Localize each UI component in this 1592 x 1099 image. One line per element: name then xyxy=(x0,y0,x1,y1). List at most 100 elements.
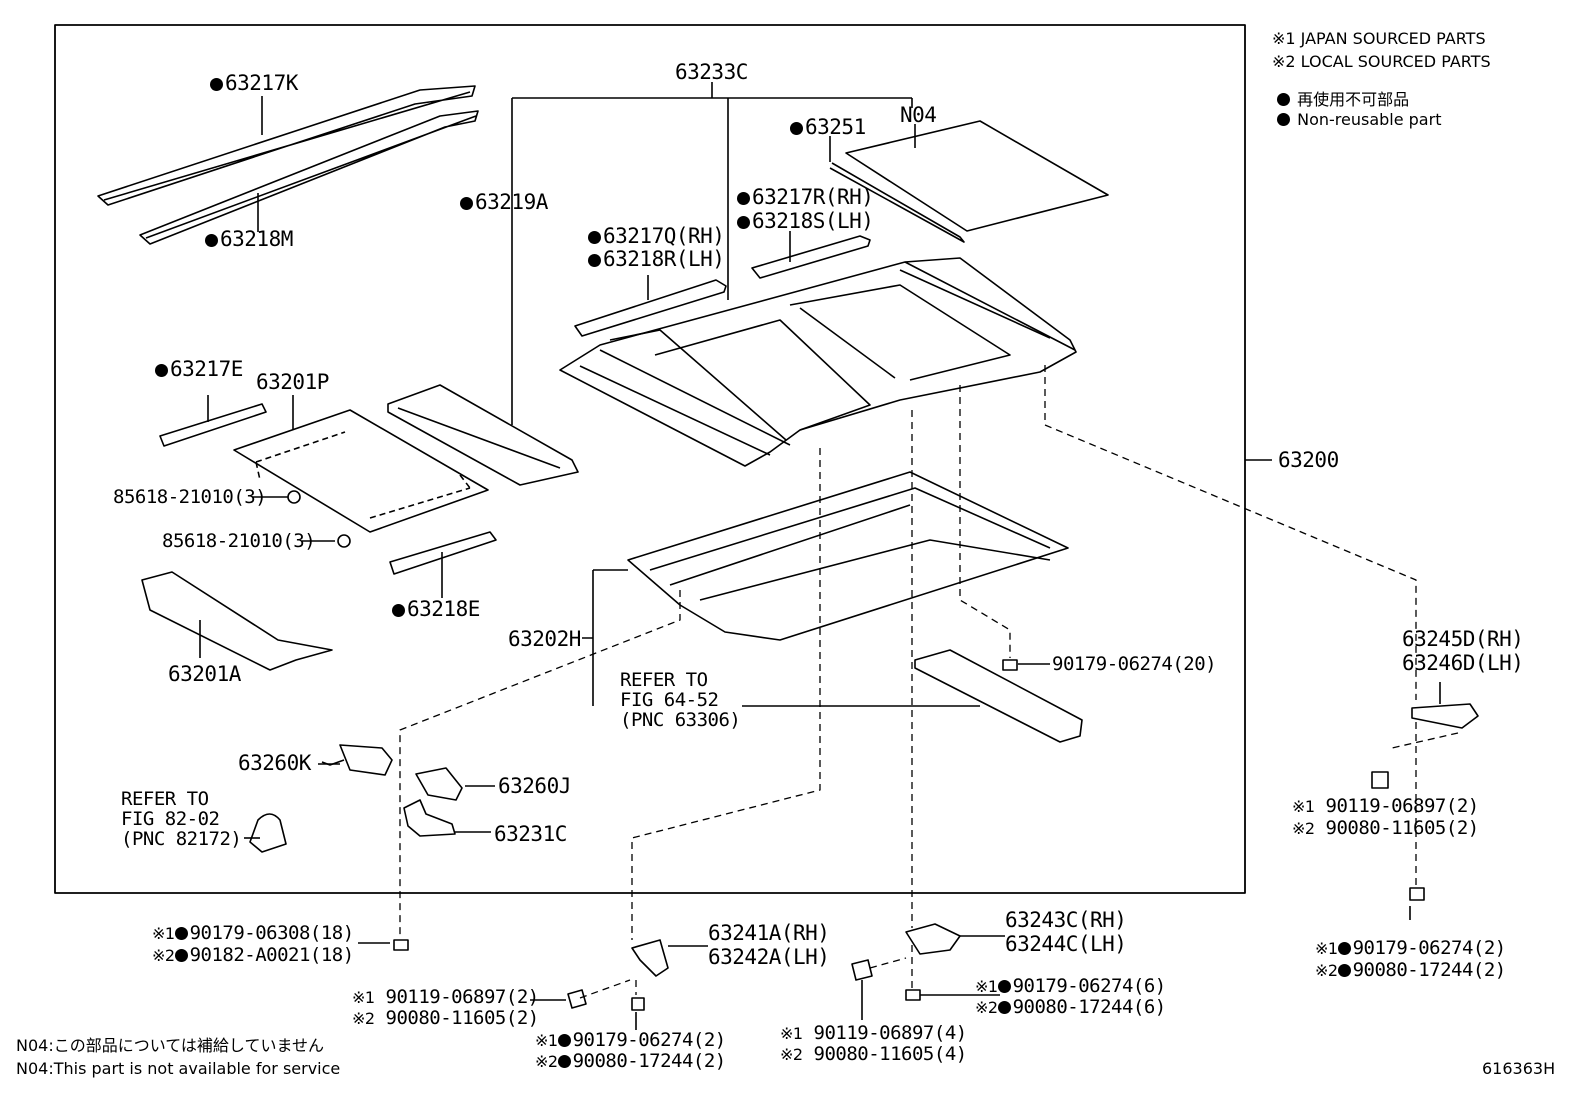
note-en: N04:This part is not available for servi… xyxy=(16,1059,341,1078)
refer2-line2: FIG 82-02 xyxy=(121,808,220,830)
leader-63202H xyxy=(582,569,628,706)
nonreusable-dot-icon xyxy=(155,364,168,377)
part-63217K-drawing xyxy=(97,85,476,206)
nonreusable-dot-icon xyxy=(997,1001,1011,1014)
nonreusable-dot-icon xyxy=(460,197,473,210)
refer2-line1: REFER TO xyxy=(121,788,209,810)
label-63251: 63251 xyxy=(790,115,866,139)
leader-63233C xyxy=(511,82,913,425)
label-63217E: 63217E xyxy=(155,357,243,381)
label-63260J: 63260J xyxy=(498,774,571,798)
label-N04: N04 xyxy=(900,103,937,127)
part-63241A-drawing xyxy=(631,939,669,977)
legend-nonreusable-jp: 再使用不可部品 xyxy=(1277,86,1409,110)
nut-90179-20 xyxy=(1002,659,1018,671)
label-63231C: 63231C xyxy=(494,822,567,846)
legend-nonreusable-jp-text: 再使用不可部品 xyxy=(1297,90,1410,109)
part-roof-frame-drawing xyxy=(559,257,1077,467)
label-63217K: 63217K xyxy=(210,71,298,95)
label-85618-b: 85618-21010(3) xyxy=(162,530,316,552)
label-63217R: 63217R(RH) xyxy=(737,185,874,209)
nonreusable-dot-icon xyxy=(1337,964,1351,977)
label-63245D: 63245D(RH) xyxy=(1402,627,1524,651)
label-63244C: 63244C(LH) xyxy=(1005,932,1127,956)
label-bolt-m-1: ※1 90119-06897(4) xyxy=(780,1022,967,1044)
nonreusable-dot-icon xyxy=(392,604,405,617)
label-63200: 63200 xyxy=(1278,448,1339,472)
label-bolt-r-1: ※1 90119-06897(2) xyxy=(1292,795,1479,817)
clip-85618-b xyxy=(337,534,351,548)
label-63218S: 63218S(LH) xyxy=(737,209,874,233)
label-63233C: 63233C xyxy=(675,60,748,84)
part-63217Q-drawing xyxy=(574,279,727,337)
assembly-frame xyxy=(54,24,1246,894)
label-90179-20: 90179-06274(20) xyxy=(1052,653,1217,675)
nonreusable-dot-icon xyxy=(737,192,750,205)
label-63219A: 63219A xyxy=(460,190,548,214)
part-82172-drawing xyxy=(249,813,287,853)
part-63260J-drawing xyxy=(415,767,463,801)
label-63242A: 63242A(LH) xyxy=(708,945,830,969)
label-63218M: 63218M xyxy=(205,227,293,251)
label-63241A: 63241A(RH) xyxy=(708,921,830,945)
nut-r xyxy=(1409,887,1425,901)
label-63201P: 63201P xyxy=(256,370,329,394)
part-63217E-drawing xyxy=(159,403,267,447)
refer1-line3: (PNC 63306) xyxy=(620,709,741,731)
nonreusable-dot-icon xyxy=(588,231,601,244)
nonreusable-dot-icon xyxy=(210,78,223,91)
label-63260K: 63260K xyxy=(238,751,311,775)
label-63202H: 63202H xyxy=(508,627,581,651)
nonreusable-dot-icon xyxy=(997,980,1011,993)
label-bolt-c-1: ※1 90119-06897(2) xyxy=(352,986,539,1008)
part-63219A-drawing xyxy=(387,384,579,486)
nonreusable-dot-icon xyxy=(205,234,218,247)
part-63218M-drawing xyxy=(139,110,479,245)
nonreusable-dot-icon xyxy=(1277,113,1290,126)
nonreusable-dot-icon xyxy=(1277,93,1290,106)
refer1-line1: REFER TO xyxy=(620,669,708,691)
legend-japan: ※1 JAPAN SOURCED PARTS xyxy=(1272,29,1486,48)
legend-nonreusable-en-text: Non-reusable part xyxy=(1297,110,1442,129)
bolt-r xyxy=(1371,771,1389,789)
part-63218E-drawing xyxy=(389,531,497,575)
label-bolt-c-2: ※2 90080-11605(2) xyxy=(352,1007,539,1029)
bolt-c xyxy=(567,989,587,1009)
part-63260K-drawing xyxy=(321,744,393,776)
part-63231C-drawing xyxy=(403,799,456,837)
nonreusable-dot-icon xyxy=(790,122,803,135)
legend-nonreusable-en: Non-reusable part xyxy=(1277,110,1441,129)
label-bolt-r-2: ※2 90080-11605(2) xyxy=(1292,817,1479,839)
label-63201A: 63201A xyxy=(168,662,241,686)
part-63243C-drawing xyxy=(905,923,961,955)
nonreusable-dot-icon xyxy=(588,254,601,267)
figure-id: 616363H xyxy=(1482,1059,1556,1078)
part-63201P-drawing xyxy=(233,409,489,533)
label-63246D: 63246D(LH) xyxy=(1402,651,1524,675)
nonreusable-dot-icon xyxy=(737,216,750,229)
nonreusable-dot-icon xyxy=(557,1034,571,1047)
refer1-line2: FIG 64-52 xyxy=(620,689,719,711)
part-glass-drawing xyxy=(829,120,1109,243)
label-63218R: 63218R(LH) xyxy=(588,247,725,271)
label-85618-a: 85618-21010(3) xyxy=(113,486,267,508)
nonreusable-dot-icon xyxy=(174,927,188,940)
label-bolt-m-2: ※2 90080-11605(4) xyxy=(780,1043,967,1065)
label-63218E: 63218E xyxy=(392,597,480,621)
bolt-m xyxy=(851,959,873,981)
nut-m xyxy=(905,989,921,1001)
clip-85618-a xyxy=(287,490,301,504)
nonreusable-dot-icon xyxy=(557,1055,571,1068)
part-63217R-drawing xyxy=(751,235,871,279)
label-63217Q: 63217Q(RH) xyxy=(588,224,725,248)
nonreusable-dot-icon xyxy=(1337,942,1351,955)
